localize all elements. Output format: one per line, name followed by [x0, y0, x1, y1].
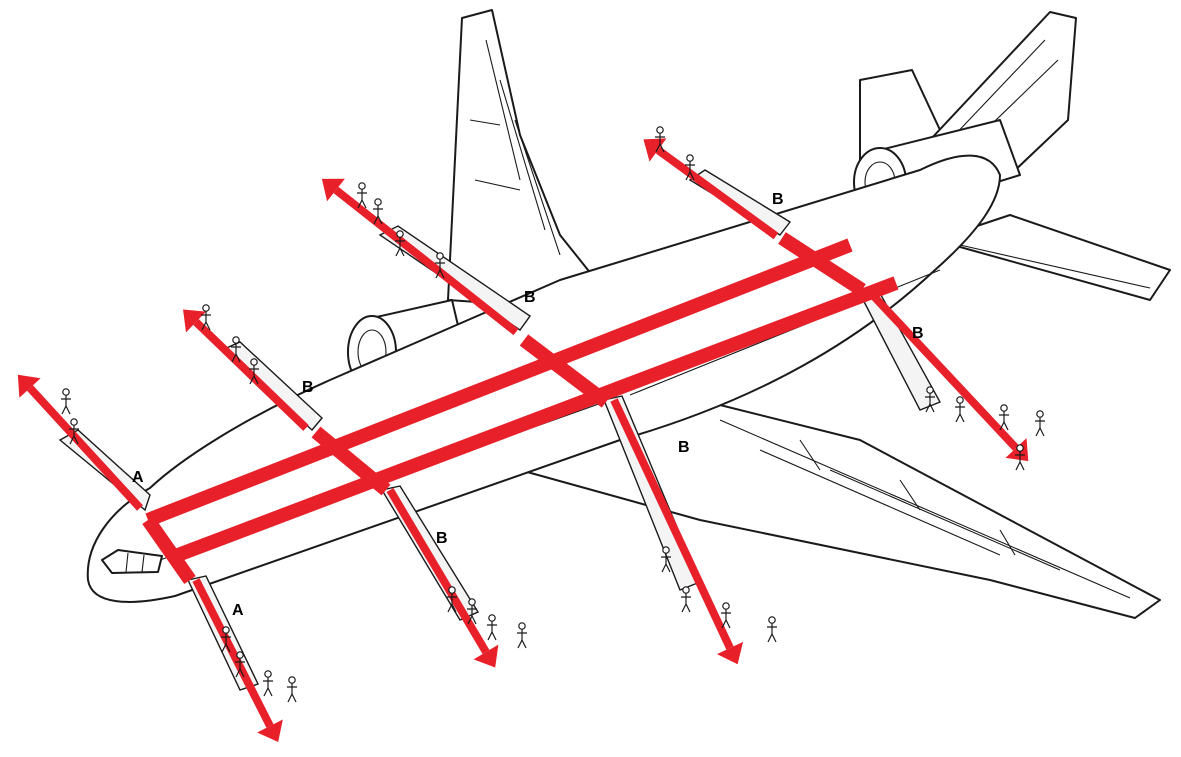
evacuee-figure [655, 126, 665, 153]
door-label-left-3: B [524, 289, 536, 306]
exit-arrow-left-4 [655, 146, 779, 240]
evacuees [61, 126, 1045, 703]
evacuee-figure [767, 616, 777, 643]
evacuee-figure [999, 404, 1009, 431]
evacuee-figure [61, 388, 71, 415]
exit-arrow-left-2 [193, 319, 309, 431]
evacuee-figure [231, 336, 241, 363]
exit-arrow-right-2-head [473, 644, 499, 668]
cockpit-windows [101, 549, 163, 574]
evacuee-figure [1015, 444, 1025, 471]
door-label-right-2: B [436, 530, 448, 547]
evacuee-figure [201, 304, 211, 331]
evacuee-figure [467, 598, 477, 625]
exit-arrow-right-4 [865, 287, 1019, 451]
cross-aisle-2 [311, 426, 391, 496]
evacuee-figure [517, 622, 527, 649]
cross-aisle-4 [778, 232, 866, 296]
exit-arrow-right-2 [386, 487, 490, 655]
aisle-left [145, 238, 853, 527]
left-wing [447, 9, 613, 311]
evacuee-figure [249, 358, 259, 385]
exit-arrow-left-fwd-head [17, 374, 41, 398]
evacuee-figure [357, 182, 367, 209]
evacuee-figure [661, 546, 671, 573]
evacuee-figure [681, 586, 691, 613]
evacuee-figure [1035, 410, 1045, 437]
door-label-left-4: B [772, 191, 784, 208]
evacuee-figure [373, 198, 383, 225]
exit-arrow-left-3 [333, 186, 519, 336]
door-labels: A A B B B B B B [132, 191, 924, 619]
evacuee-figure [685, 154, 695, 181]
exit-arrow-left-3-head [321, 178, 345, 202]
exit-arrow-right-3 [610, 398, 734, 650]
exit-arrow-right-fwd-head [257, 719, 283, 743]
evacuee-figure [287, 676, 297, 703]
door-label-right-4: B [912, 325, 924, 342]
exit-arrow-right-fwd [192, 578, 274, 728]
evacuee-figure [925, 386, 935, 413]
door-label-fwd-left: A [132, 469, 144, 486]
evacuee-figure [221, 626, 231, 653]
exit-arrow-left-2-head [183, 309, 206, 333]
escape-paths [17, 138, 1029, 743]
evacuee-figure [435, 252, 445, 279]
evacuee-figure [395, 230, 405, 257]
exit-arrow-left-fwd [27, 385, 143, 511]
evacuee-figure [69, 418, 79, 445]
cross-aisle-3 [519, 334, 611, 408]
exit-arrow-right-3-head [716, 641, 744, 665]
right-wing [519, 399, 1161, 619]
door-label-right-3: B [678, 439, 690, 456]
evacuee-figure [487, 614, 497, 641]
fuselage [86, 154, 1001, 603]
aisle-right [167, 276, 899, 565]
evacuee-figure [447, 586, 457, 613]
door-label-left-2: B [302, 379, 314, 396]
evacuee-figure [235, 651, 245, 678]
cross-aisle-fwd [142, 515, 196, 585]
evacuee-figure [721, 602, 731, 629]
evacuee-figure [263, 670, 273, 697]
evacuee-figure [955, 396, 965, 423]
door-label-fwd-right: A [232, 602, 244, 619]
